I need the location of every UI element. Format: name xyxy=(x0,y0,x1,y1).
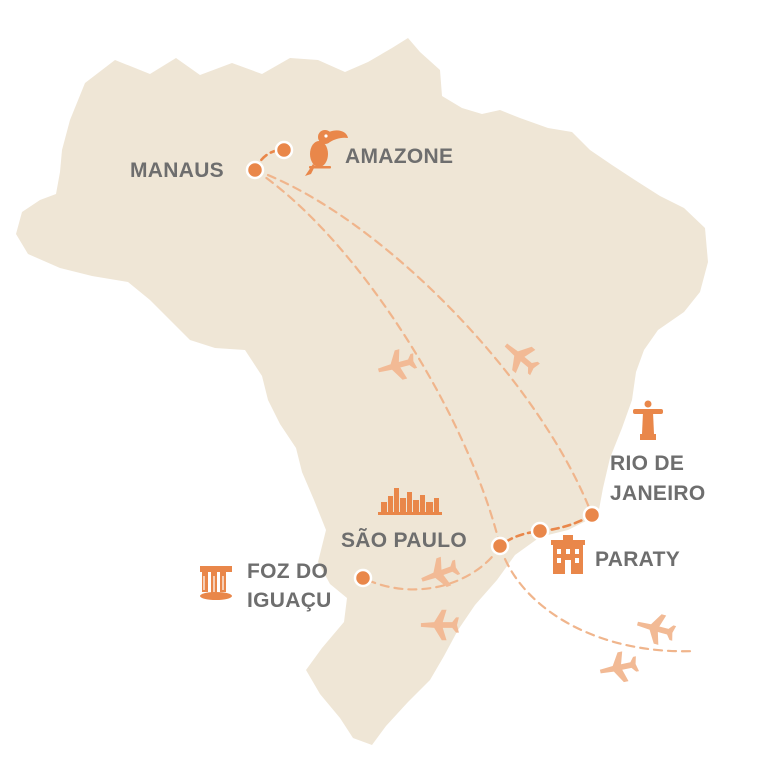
label-foz-line2: IGUAÇU xyxy=(247,589,332,612)
airplane-icon xyxy=(633,608,679,649)
city-dot-sao-paulo xyxy=(490,536,510,556)
christ-the-redeemer-icon xyxy=(633,400,663,440)
label-paraty: PARATY xyxy=(595,548,680,571)
label-rio-line1: RIO DE xyxy=(610,452,684,475)
label-sao-paulo: SÃO PAULO xyxy=(341,529,467,552)
city-dot-amazone xyxy=(274,140,294,160)
toucan-icon xyxy=(305,130,348,176)
label-amazone: AMAZONE xyxy=(345,145,453,168)
route-saopaulo-international xyxy=(498,544,697,653)
route-manaus-saopaulo xyxy=(253,168,502,548)
waterfall-icon xyxy=(200,566,232,600)
city-dot-rio xyxy=(582,505,602,525)
route-manaus-rio xyxy=(253,168,594,517)
city-dot-foz xyxy=(353,568,373,588)
label-foz-line1: FOZ DO xyxy=(247,560,328,583)
label-manaus: MANAUS xyxy=(130,159,224,182)
airplane-icon xyxy=(597,648,641,687)
city-dot-manaus xyxy=(245,160,265,180)
city-dot-paraty xyxy=(530,521,550,541)
skyline-icon xyxy=(378,488,442,515)
route-saopaulo-foz xyxy=(361,544,502,591)
brazil-landmass xyxy=(16,38,708,745)
colonial-building-icon xyxy=(551,535,585,574)
label-rio-line2: JANEIRO xyxy=(610,482,705,505)
